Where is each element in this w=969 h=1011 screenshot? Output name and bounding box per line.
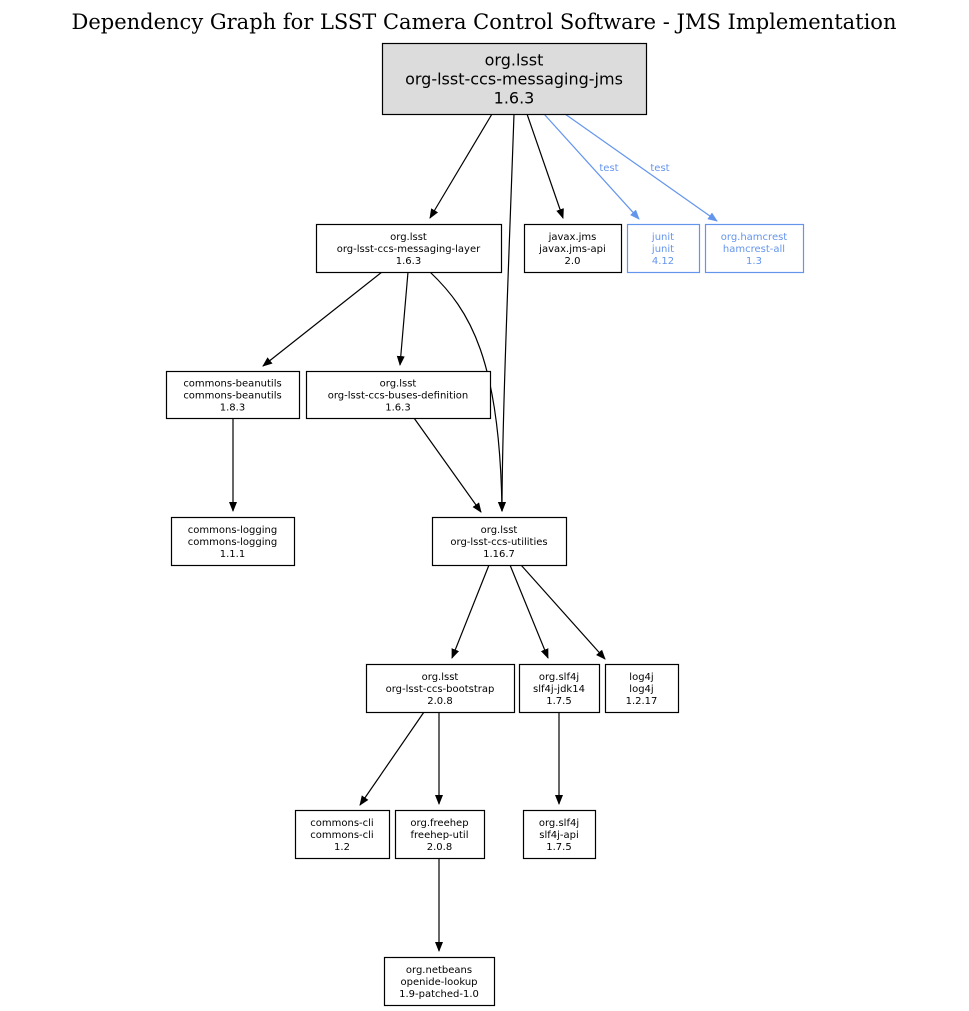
node-version: 1.2.17 — [626, 696, 658, 707]
node-group: junit — [651, 232, 674, 243]
node-artifact: org-lsst-ccs-utilities — [450, 537, 547, 548]
node-artifact: hamcrest-all — [723, 244, 785, 255]
node-version: 1.7.5 — [546, 842, 571, 853]
edge-label-hamcrest: test — [650, 163, 669, 174]
node-group: org.slf4j — [539, 672, 579, 683]
node-box — [383, 956, 496, 1007]
node-artifact: commons-logging — [188, 537, 277, 548]
node-box — [315, 223, 503, 274]
node-artifact: slf4j-jdk14 — [533, 684, 585, 695]
node-group: org.hamcrest — [721, 232, 788, 243]
node-artifact: commons-cli — [310, 830, 373, 841]
node-version: 1.3 — [746, 256, 762, 267]
node-version: 1.7.5 — [546, 696, 571, 707]
node-box — [305, 370, 492, 420]
node-artifact: org-lsst-ccs-messaging-layer — [337, 244, 481, 255]
node-box — [294, 809, 391, 860]
node-group: org.slf4j — [539, 818, 579, 829]
node-box — [518, 663, 601, 714]
node-box — [522, 809, 597, 860]
node-version: 1.6.3 — [494, 89, 535, 108]
node-artifact: junit — [651, 244, 674, 255]
node-version: 2.0.8 — [427, 842, 452, 853]
node-version: 4.12 — [652, 256, 674, 267]
node-group: org.freehep — [410, 818, 468, 829]
node-group: log4j — [629, 672, 653, 683]
edge-root-to-jms-api — [526, 113, 564, 219]
node-version: 1.6.3 — [396, 256, 421, 267]
edges-layer: test test — [229, 113, 718, 952]
node-version: 1.16.7 — [483, 549, 515, 560]
edge-messaging-layer-to-beanutils — [262, 271, 383, 367]
node-group: org.lsst — [481, 525, 518, 536]
node-box — [394, 809, 486, 860]
node-artifact: org-lsst-ccs-messaging-jms — [405, 70, 623, 89]
node-artifact: log4j — [629, 684, 653, 695]
node-group: org.lsst — [390, 232, 427, 243]
edge-root-to-messaging-layer — [429, 113, 493, 219]
node-buses-definition: org.lsstorg-lsst-ccs-buses-definition1.6… — [305, 370, 492, 420]
edge-label-junit: test — [599, 163, 618, 174]
node-group: org.lsst — [380, 379, 417, 390]
node-artifact: freehep-util — [411, 830, 469, 841]
edge-bootstrap-to-commons-cli — [359, 711, 425, 806]
node-messaging-layer: org.lsstorg-lsst-ccs-messaging-layer1.6.… — [315, 223, 503, 274]
edge-root-to-hamcrest — [564, 113, 718, 222]
node-box — [431, 516, 568, 567]
edge-messaging-layer-to-buses-definition — [396, 271, 409, 366]
node-artifact: javax.jms-api — [538, 244, 606, 255]
edge-utilities-to-slf4j-jdk14 — [509, 564, 549, 659]
edge-utilities-to-log4j — [520, 564, 606, 660]
node-box — [165, 370, 301, 420]
node-group: org.netbeans — [406, 965, 472, 976]
node-group: commons-logging — [188, 525, 277, 536]
node-box — [704, 223, 805, 274]
node-box — [381, 42, 648, 116]
node-version: 1.6.3 — [385, 403, 410, 414]
edge-root-to-utilities — [498, 113, 515, 512]
edge-buses-definition-to-utilities — [413, 417, 482, 513]
edge-utilities-to-bootstrap — [451, 564, 490, 659]
node-version: 1.2 — [334, 842, 350, 853]
node-box — [626, 223, 701, 274]
node-box — [604, 663, 680, 714]
node-artifact: slf4j-api — [539, 830, 579, 841]
graph-title: Dependency Graph for LSST Camera Control… — [72, 10, 897, 34]
node-artifact: commons-beanutils — [183, 391, 281, 402]
node-box — [523, 223, 623, 274]
nodes-layer: org.lsstorg-lsst-ccs-messaging-jms1.6.3o… — [165, 42, 805, 1007]
node-group: org.lsst — [422, 672, 459, 683]
node-group: commons-cli — [310, 818, 373, 829]
node-group: commons-beanutils — [183, 379, 281, 390]
node-version: 1.1.1 — [220, 549, 245, 560]
node-version: 1.8.3 — [220, 403, 245, 414]
node-group: org.lsst — [485, 51, 544, 70]
node-openide-lookup: org.netbeansopenide-lookup1.9-patched-1.… — [383, 956, 496, 1007]
node-version: 1.9-patched-1.0 — [399, 989, 479, 1000]
node-group: javax.jms — [548, 232, 597, 243]
node-box — [365, 663, 516, 714]
node-version: 2.0.8 — [427, 696, 452, 707]
node-artifact: org-lsst-ccs-buses-definition — [328, 391, 469, 402]
node-version: 2.0 — [565, 256, 581, 267]
node-box — [170, 516, 296, 567]
edge-root-to-junit — [543, 113, 640, 220]
node-artifact: openide-lookup — [400, 977, 477, 988]
edge-messaging-layer-to-utilities — [429, 271, 506, 512]
node-artifact: org-lsst-ccs-bootstrap — [386, 684, 495, 695]
